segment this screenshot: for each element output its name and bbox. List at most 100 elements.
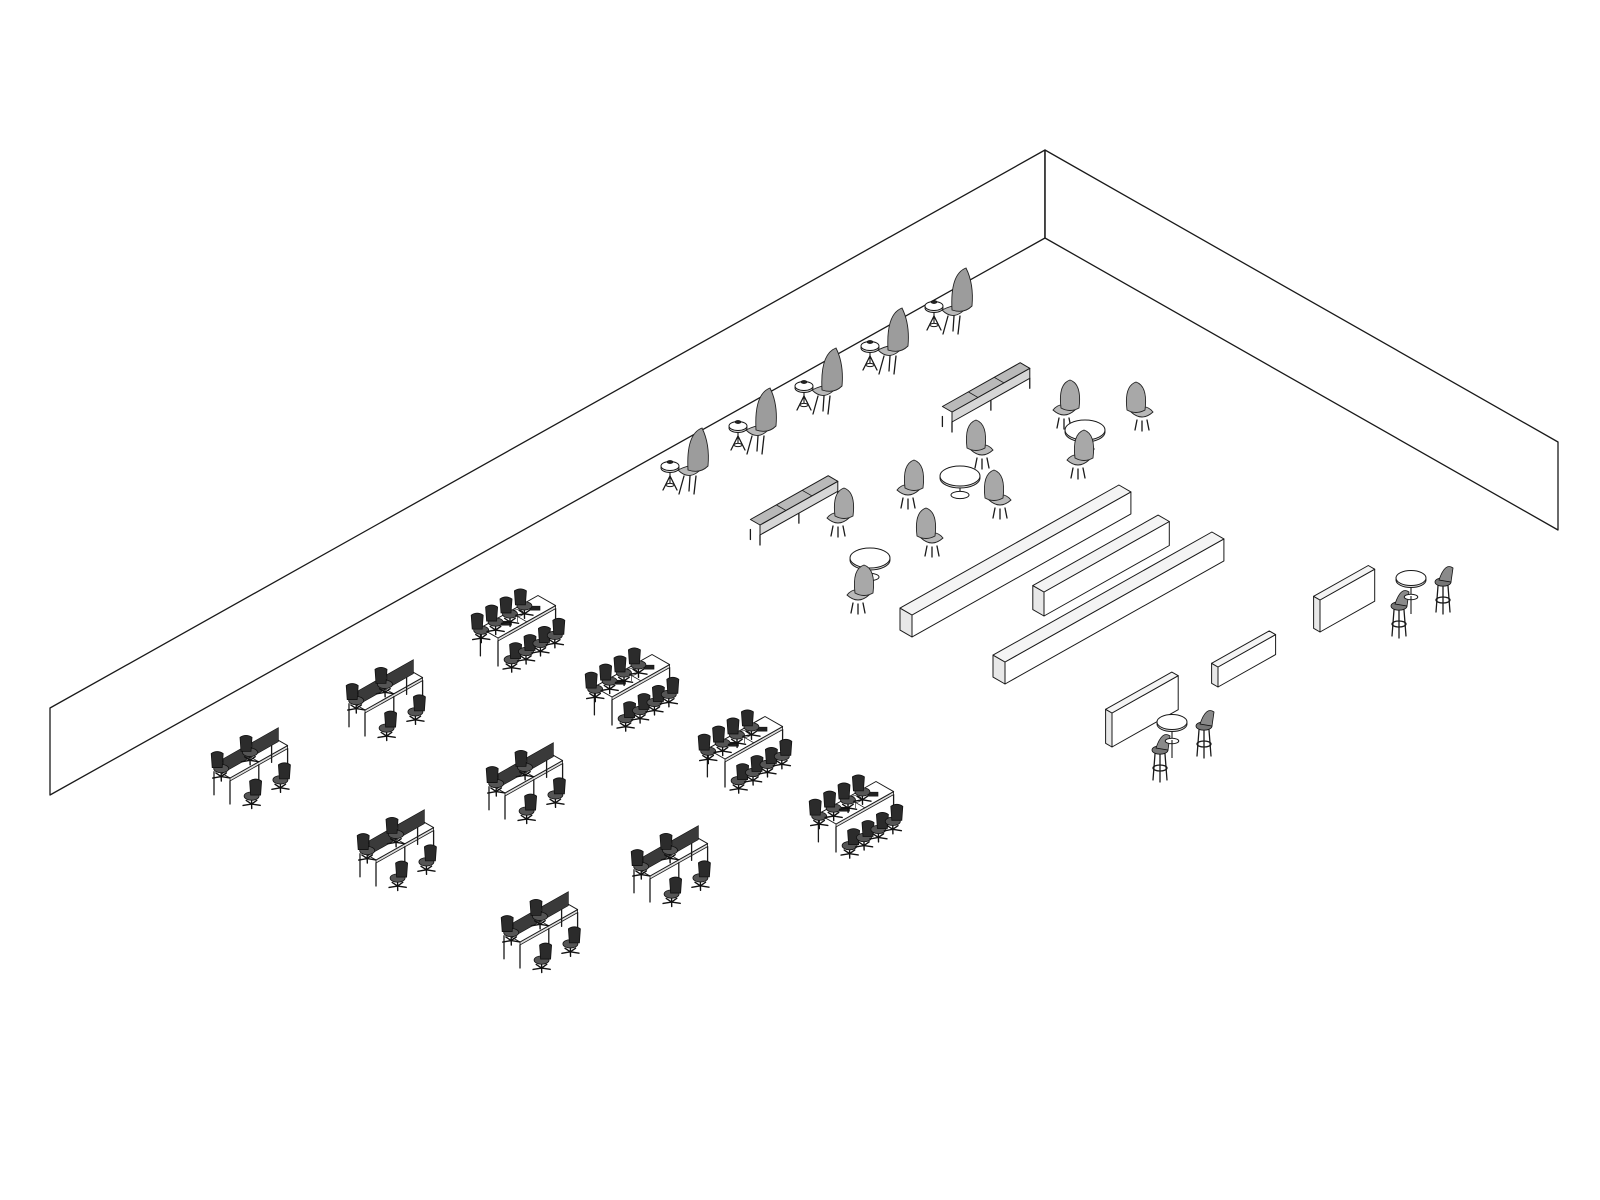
center-block bbox=[1032, 514, 1170, 617]
lounge-chair bbox=[965, 419, 994, 470]
chair-leg bbox=[942, 315, 949, 335]
partition-wall-top bbox=[992, 531, 1225, 663]
chair-caster bbox=[249, 755, 256, 762]
chair-caster bbox=[494, 625, 502, 631]
chair-caster bbox=[245, 799, 253, 805]
chair-caster bbox=[841, 803, 849, 809]
chair-caster bbox=[594, 696, 605, 700]
chair-caster bbox=[809, 823, 820, 827]
chair-back bbox=[890, 803, 904, 821]
chair-caster bbox=[632, 668, 640, 674]
stool-back bbox=[1438, 566, 1454, 583]
chair-caster bbox=[861, 799, 872, 802]
high-back-chair bbox=[877, 307, 909, 375]
chair-caster bbox=[603, 684, 611, 690]
bench-seam bbox=[994, 376, 1005, 384]
cafe-table bbox=[1156, 714, 1188, 745]
task-chair bbox=[599, 663, 619, 695]
chair-caster bbox=[635, 870, 642, 876]
furniture-layer bbox=[210, 267, 1454, 974]
chair-caster bbox=[847, 803, 854, 809]
chair-back bbox=[623, 701, 637, 719]
window-nook bbox=[924, 267, 973, 335]
chair-caster bbox=[518, 609, 526, 615]
task-chair bbox=[502, 642, 523, 673]
privacy-screen bbox=[526, 742, 554, 773]
chair-back bbox=[385, 816, 399, 834]
lounge-chair bbox=[896, 459, 925, 510]
chair-caster bbox=[585, 696, 596, 700]
window-nook bbox=[660, 427, 709, 495]
task-chair bbox=[659, 676, 680, 708]
chair-back bbox=[764, 747, 778, 764]
bar-stool bbox=[1195, 710, 1215, 759]
chair-back bbox=[726, 717, 740, 735]
chair-caster bbox=[503, 617, 511, 623]
chair-caster bbox=[385, 731, 393, 737]
chair-caster bbox=[637, 672, 648, 675]
side-table bbox=[794, 381, 814, 408]
table-top bbox=[1395, 570, 1427, 586]
chair-caster bbox=[569, 947, 577, 953]
table-top bbox=[1156, 714, 1188, 730]
chair-caster bbox=[561, 951, 572, 954]
table-base bbox=[929, 322, 939, 328]
chair-caster bbox=[629, 672, 640, 676]
chair-back bbox=[847, 828, 861, 846]
cup bbox=[734, 420, 742, 424]
lounge-leg bbox=[974, 457, 978, 469]
stool-back bbox=[1394, 590, 1410, 607]
task-chair bbox=[772, 738, 793, 770]
chair-back bbox=[509, 642, 523, 660]
privacy-screen bbox=[541, 891, 569, 922]
chair-caster bbox=[389, 838, 397, 844]
chair-caster bbox=[501, 939, 512, 943]
tripod-leg bbox=[730, 435, 739, 451]
chair-caster bbox=[495, 790, 506, 794]
tripod-leg bbox=[869, 355, 878, 371]
chair-caster bbox=[608, 688, 619, 692]
chair-back bbox=[861, 820, 875, 837]
chair-caster bbox=[707, 754, 715, 760]
chair-caster bbox=[863, 841, 870, 847]
chair-caster bbox=[279, 787, 290, 790]
walls-layer bbox=[49, 149, 1559, 796]
chair-caster bbox=[832, 811, 840, 817]
chair-caster bbox=[250, 803, 261, 807]
cup bbox=[666, 460, 674, 464]
task-chair bbox=[345, 683, 366, 714]
chair-caster bbox=[721, 750, 732, 754]
window-nook bbox=[860, 307, 909, 375]
chair-caster bbox=[857, 841, 865, 847]
chair-caster bbox=[745, 730, 753, 736]
window-nook bbox=[728, 387, 777, 455]
chair-caster bbox=[631, 873, 642, 877]
chair-caster bbox=[520, 814, 528, 820]
stool-back bbox=[1155, 734, 1171, 751]
chair-caster bbox=[366, 854, 374, 860]
chair-back bbox=[499, 596, 513, 614]
chair-caster bbox=[243, 756, 251, 762]
chair-caster bbox=[813, 819, 820, 825]
task-chair bbox=[758, 747, 778, 778]
counter bbox=[1313, 565, 1376, 633]
chair-caster bbox=[645, 709, 656, 713]
chair-caster bbox=[781, 763, 792, 767]
chair-back bbox=[567, 926, 581, 944]
task-chair bbox=[616, 701, 637, 732]
cup bbox=[866, 340, 874, 344]
chair-caster bbox=[781, 759, 788, 766]
task-chair bbox=[374, 666, 395, 698]
chair-caster bbox=[892, 828, 903, 832]
chair-caster bbox=[640, 870, 648, 876]
chair-caster bbox=[721, 746, 729, 752]
lounge-leg bbox=[900, 497, 904, 509]
chair-caster bbox=[546, 802, 557, 805]
chair-leg bbox=[878, 355, 885, 375]
lounge-leg bbox=[862, 602, 866, 614]
chair-caster bbox=[414, 715, 422, 721]
chair-caster bbox=[624, 722, 632, 728]
chair-caster bbox=[648, 706, 656, 712]
chair-caster bbox=[662, 901, 673, 905]
chair-caster bbox=[509, 617, 516, 623]
